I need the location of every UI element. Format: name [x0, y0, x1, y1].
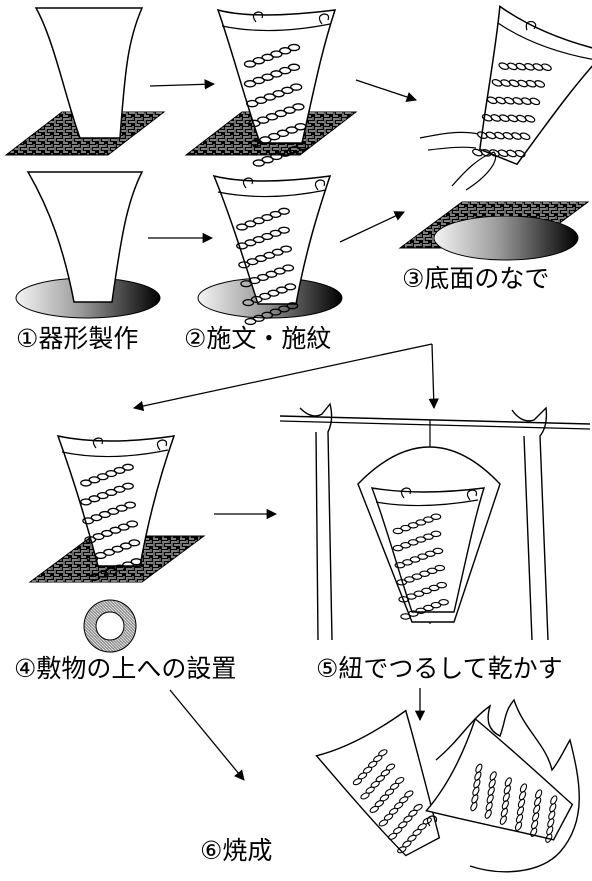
caption-step-1: ①器形製作: [16, 324, 139, 353]
arrow-1-2-top: [149, 79, 216, 90]
ring-mat: [83, 599, 137, 653]
arrow-2-3-bottom: [339, 211, 405, 243]
step6-firing: [315, 698, 580, 873]
arrow-4-6: [169, 689, 245, 781]
caption-step-2: ②施文・施紋: [184, 324, 332, 353]
arrow-3-4: [132, 343, 433, 412]
caption-step-6: ⑥焼成: [200, 836, 273, 865]
step1-shadow-pot: [15, 171, 161, 319]
arrow-2-3-top: [355, 79, 417, 102]
step3-mat-shadow: [398, 201, 590, 261]
caption-step-5: ⑤紐でつるして乾かす: [316, 654, 563, 683]
arrow-3-5: [428, 343, 439, 410]
step4-mat-pot: [28, 434, 206, 583]
step5-drying-rack: [279, 402, 591, 641]
caption-step-4: ④敷物の上への設置: [14, 654, 237, 683]
caption-step-3: ③底面のなで: [402, 264, 550, 293]
step2-mat-decorated-pot: [184, 8, 358, 166]
step3-tilted-pot-smoothing: [419, 4, 592, 191]
step2-shadow-decorated-pot: [197, 174, 343, 324]
step1-mat-pot: [4, 7, 166, 156]
